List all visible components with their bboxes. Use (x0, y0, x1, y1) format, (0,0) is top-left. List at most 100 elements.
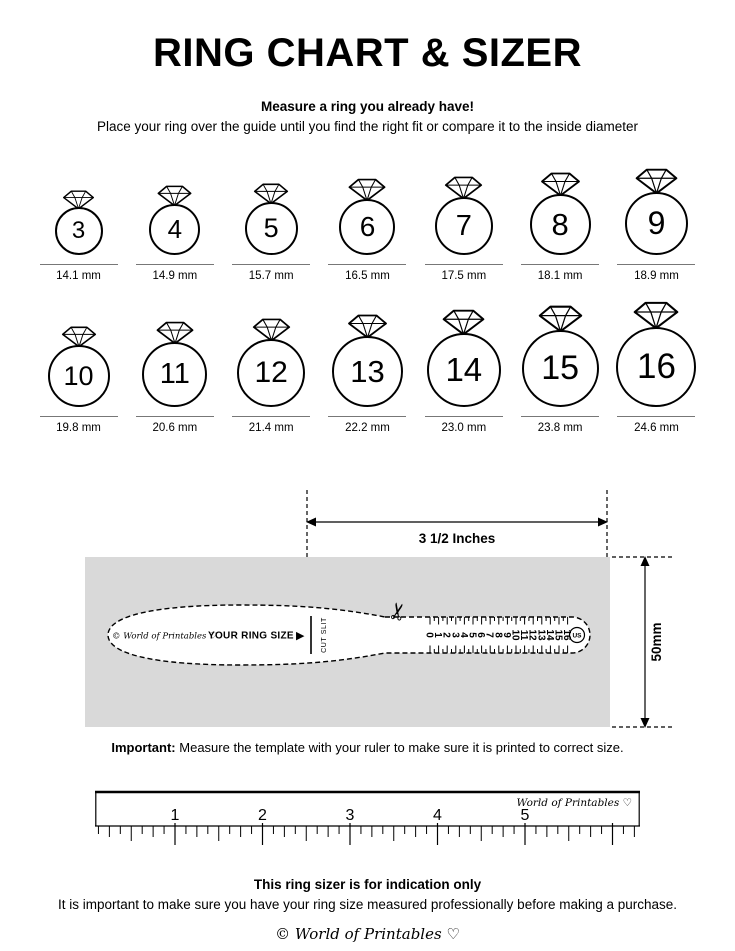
diamond-icon (634, 301, 679, 330)
ring-size-number: 15 (541, 349, 580, 387)
ring-circle: 15 (521, 330, 599, 407)
ring-divider-line (617, 416, 696, 417)
ring-sizer-section: 3 1/2 Inches © World of Printables ♡ YOU… (0, 487, 735, 732)
sizer-scale-number: 1 (432, 632, 443, 638)
sizer-scale-number: 15 (553, 629, 564, 641)
ring-graphic: 4 (149, 165, 201, 255)
ring-diameter-label: 23.0 mm (441, 422, 487, 434)
ring-size-number: 13 (350, 353, 385, 389)
ring-diameter-label: 17.5 mm (441, 270, 487, 282)
sizer-brand: © World of Printables ♡ (112, 632, 217, 642)
cut-slit-label: CUT SLIT (321, 617, 328, 653)
sizer-height-label: 50mm (649, 622, 664, 661)
ring-row-2: 10 19.8 mm 11 20.6 mm (32, 299, 704, 435)
ring-size-4: 4 14.9 mm (128, 165, 222, 283)
ring-size-10: 10 19.8 mm (32, 299, 126, 435)
ruler-number: 3 (346, 807, 355, 824)
arrow-pointer-icon: ▶ (296, 629, 305, 642)
diamond-icon (348, 314, 387, 339)
ring-size-9: 9 18.9 mm (609, 165, 703, 283)
ruler-number: 4 (433, 807, 442, 824)
sizer-scale-number: 14 (544, 629, 555, 641)
ring-diameter-label: 21.4 mm (248, 422, 294, 434)
ring-graphic: 13 (331, 299, 403, 407)
diamond-icon (254, 183, 289, 205)
ring-circle: 9 (624, 192, 688, 255)
ring-size-5: 5 15.7 mm (224, 165, 318, 283)
ring-graphic: 6 (339, 165, 396, 255)
sizer-scale-number: 3 (449, 632, 460, 638)
ring-diameter-label: 14.1 mm (56, 270, 101, 282)
important-label: Important: (111, 740, 176, 755)
ring-divider-line (232, 264, 311, 265)
ring-size-15: 15 23.8 mm (513, 299, 607, 435)
ring-size-3: 3 14.1 mm (32, 165, 126, 283)
diamond-icon (156, 321, 194, 345)
ring-circle: 12 (237, 339, 306, 407)
ring-sizer-outline (107, 604, 591, 666)
ring-diameter-label: 15.7 mm (248, 270, 294, 282)
sizer-scale-number: 8 (492, 632, 503, 638)
sizer-scale-number: 0 (424, 632, 435, 638)
ring-size-16: 16 24.6 mm (609, 299, 703, 435)
sizer-scale-number: 12 (527, 629, 538, 641)
sizer-scale-number: 13 (535, 629, 546, 641)
ring-circle: 6 (339, 199, 396, 255)
ring-size-number: 6 (359, 211, 376, 242)
ring-size-number: 10 (63, 360, 94, 391)
ring-size-number: 7 (455, 209, 472, 242)
ring-circle: 10 (47, 345, 110, 407)
ring-diameter-label: 16.5 mm (345, 270, 390, 282)
ring-size-number: 11 (159, 358, 190, 390)
ring-graphic: 15 (521, 299, 599, 407)
ruler-number: 2 (258, 807, 267, 824)
ring-size-number: 5 (263, 213, 279, 243)
ring-size-number: 12 (254, 356, 288, 389)
diamond-icon (442, 309, 485, 336)
page-title: RING CHART & SIZER (153, 31, 582, 75)
important-note: Important: Measure the template with you… (0, 740, 735, 756)
sizer-scale-number: 16 (561, 629, 572, 641)
ring-circle: 16 (616, 327, 697, 407)
ring-diameter-label: 18.9 mm (634, 270, 679, 282)
ring-divider-line (521, 416, 600, 417)
ring-graphic: 14 (426, 299, 501, 407)
us-label: US (572, 632, 582, 639)
diamond-icon (635, 168, 678, 195)
ring-size-13: 13 22.2 mm (320, 299, 414, 435)
footer-text: It is important to make sure you have yo… (57, 897, 678, 912)
ring-graphic: 3 (54, 165, 103, 255)
diamond-icon (62, 190, 95, 210)
ring-graphic: 8 (529, 165, 591, 255)
ring-divider-line (521, 264, 600, 265)
ring-graphic: 16 (616, 299, 697, 407)
diamond-icon (540, 172, 580, 197)
ring-divider-line (232, 416, 311, 417)
subtitle-bold: Measure a ring you already have! (260, 99, 475, 114)
ring-graphic: 11 (142, 299, 208, 407)
us-badge (568, 626, 586, 644)
sizer-scale-number: 7 (484, 632, 495, 638)
diamond-icon (157, 185, 192, 207)
ring-diameter-label: 14.9 mm (152, 270, 198, 282)
sizer-scale-number: 10 (510, 629, 521, 641)
ring-graphic: 7 (434, 165, 493, 255)
diamond-icon (349, 178, 386, 202)
ring-circle: 5 (244, 202, 298, 255)
your-ring-size-label: YOUR RING SIZE (208, 631, 294, 642)
sizer-scale-number: 9 (501, 632, 512, 638)
ring-sizer-graphic: 3 1/2 Inches © World of Printables ♡ YOU… (85, 490, 672, 728)
ring-divider-line (39, 416, 118, 417)
ring-diameter-label: 19.8 mm (56, 422, 101, 434)
ring-circle: 4 (149, 204, 201, 255)
ring-size-14: 14 23.0 mm (417, 299, 511, 435)
ring-diameter-label: 23.8 mm (537, 422, 583, 434)
ruler-ticks (97, 823, 635, 845)
diamond-icon (445, 176, 483, 200)
diamond-icon (538, 305, 582, 333)
ring-size-number: 9 (647, 205, 666, 241)
